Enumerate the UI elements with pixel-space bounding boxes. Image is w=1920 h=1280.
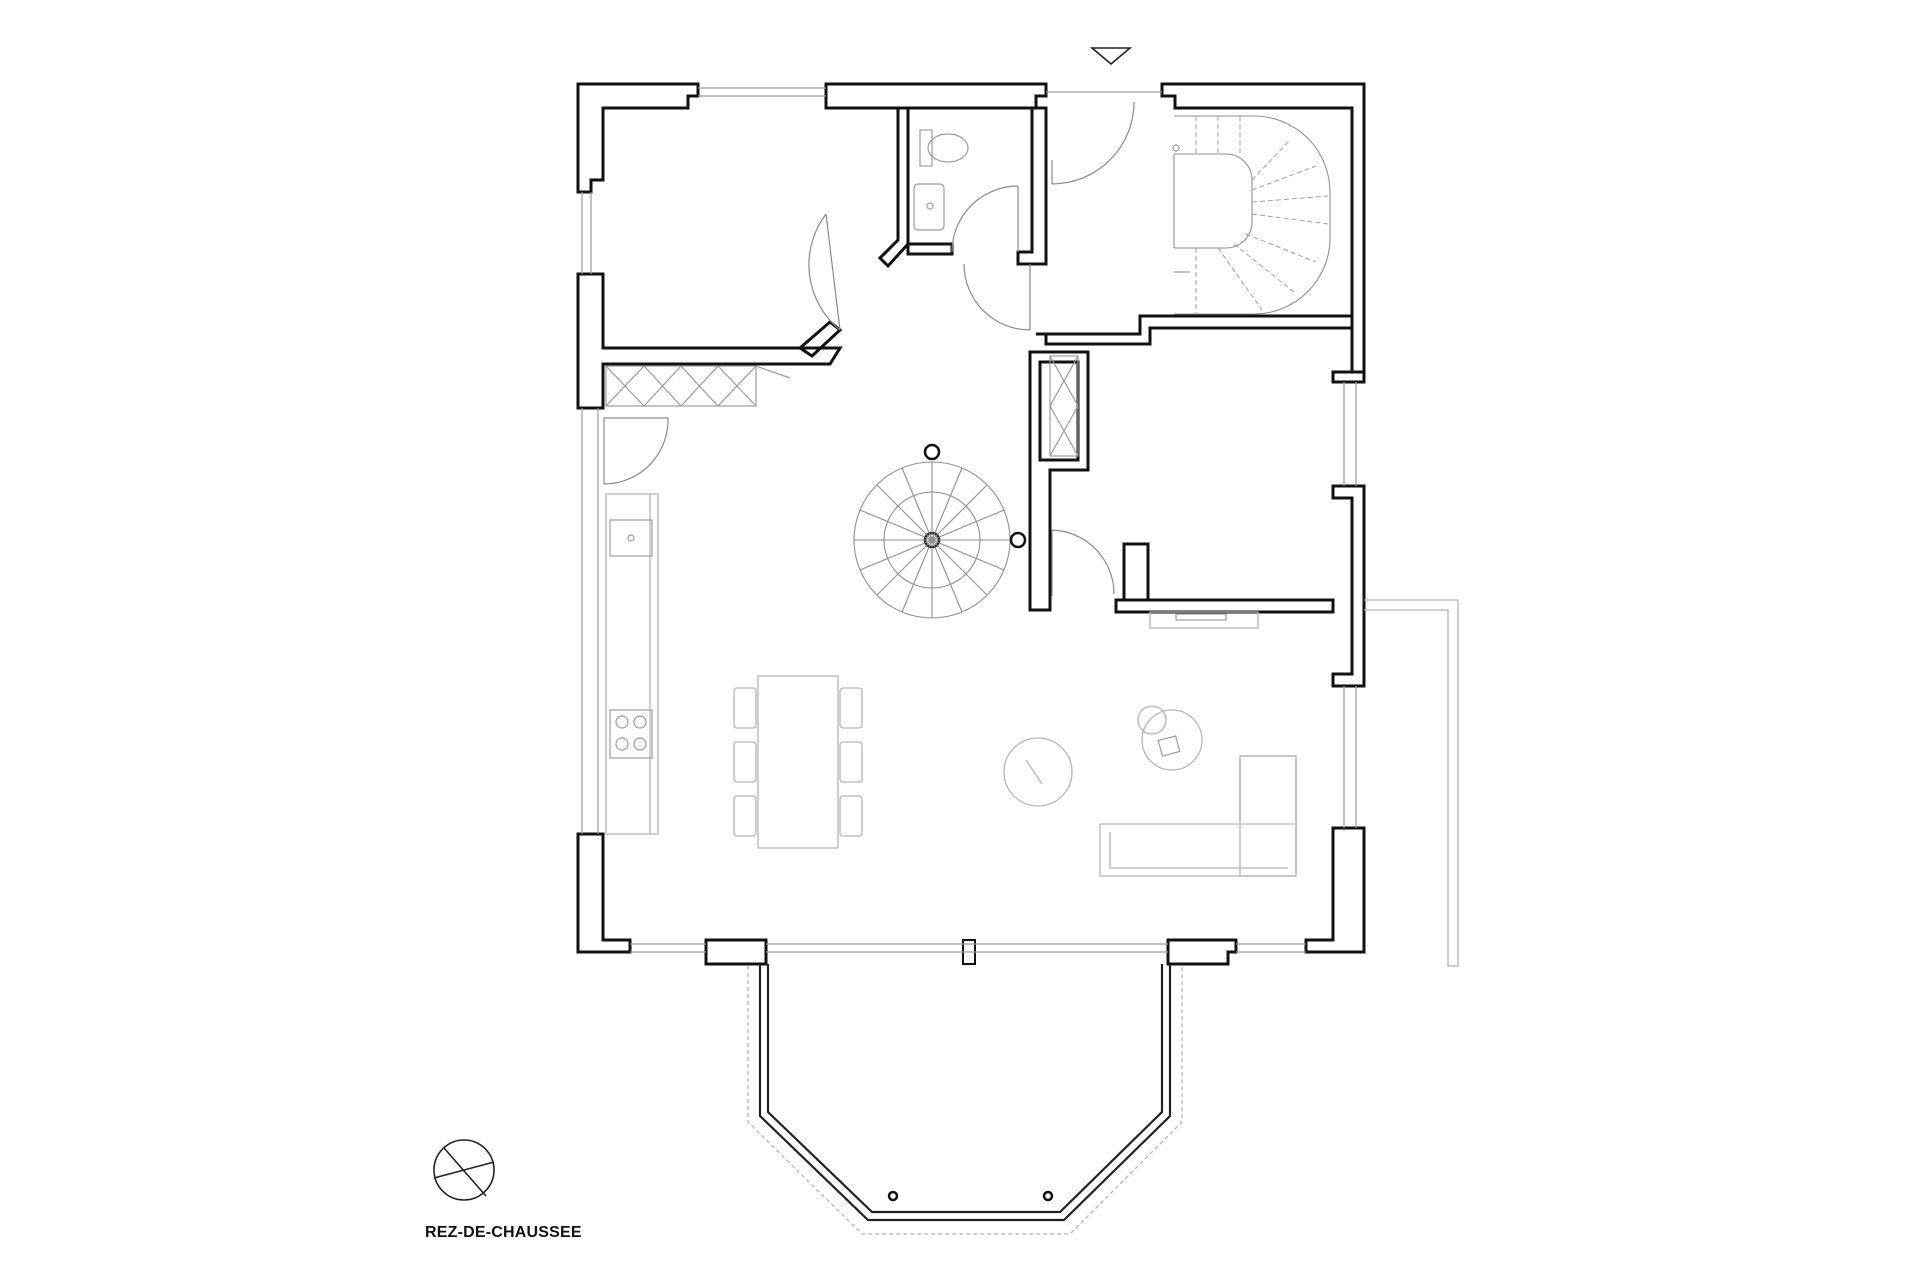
kitchen-sink: [609, 519, 653, 557]
exterior-walls: [576, 82, 1366, 966]
column-spiral-top: [923, 443, 941, 461]
toilet-bowl: [927, 133, 969, 163]
plan-title: REZ-DE-CHAUSSEE: [425, 1224, 582, 1241]
wall-top-mid: [824, 82, 1048, 110]
wall-bedroom-diagonal: [797, 320, 843, 358]
door-swings: [603, 101, 1135, 596]
tv-console: [1149, 611, 1259, 629]
column-spiral-right: [1009, 531, 1027, 549]
door-hall: [963, 263, 1031, 331]
wc-fixtures: [913, 129, 969, 231]
door-wc: [951, 185, 1019, 253]
armchair-round: [1141, 709, 1203, 771]
terrace-post-right: [1042, 1190, 1054, 1202]
wall-room-chimney: [1122, 542, 1150, 602]
wall-left-lower: [576, 832, 632, 954]
terrace-railing: [758, 964, 1172, 1222]
wall-stair-lower: [1036, 314, 1354, 346]
kitchen-counter: [605, 493, 659, 835]
side-deck-outline: [1364, 599, 1459, 967]
wall-bottom-a: [704, 938, 768, 966]
side-table: [1137, 705, 1167, 735]
entrance-triangle: [1089, 47, 1133, 66]
wall-room-bottom: [1114, 598, 1335, 614]
door-kitchen-closet: [603, 417, 669, 485]
rug-round: [1003, 737, 1073, 807]
toilet-tank: [919, 129, 933, 167]
sofa-l-shape: [1099, 755, 1297, 877]
wall-bottom-b: [1166, 938, 1238, 966]
living-area: [1003, 611, 1297, 877]
compass-circle-icon: [433, 1139, 495, 1201]
kitchen: [605, 493, 659, 835]
door-bedroom: [808, 213, 841, 331]
storage-closets: [605, 355, 1079, 457]
cooktop: [609, 709, 653, 759]
window-openings: [581, 87, 1357, 953]
wall-room-right: [1028, 350, 1090, 612]
wall-right-mid: [1331, 370, 1366, 384]
door-room: [1051, 529, 1115, 596]
wall-right-bottom: [1304, 826, 1366, 954]
terrace-bay: [747, 964, 1183, 1235]
wall-top-right: [1160, 82, 1366, 374]
wall-left-upper: [576, 272, 843, 410]
terrace-edge: [747, 966, 1183, 1235]
main-staircase: [1172, 115, 1331, 315]
wall-top-left: [576, 82, 700, 194]
terrace-post-left: [887, 1190, 899, 1202]
wall-wc-bottom: [906, 242, 954, 256]
wall-right-lower: [1331, 484, 1366, 688]
dining-table: [757, 675, 839, 849]
door-entrance: [1051, 101, 1135, 185]
dining-set: [733, 675, 863, 849]
wall-bedroom-wc: [877, 106, 910, 269]
spiral-staircase: [853, 443, 1027, 619]
wall-wc-right: [1016, 106, 1048, 266]
washbasin: [913, 183, 945, 231]
